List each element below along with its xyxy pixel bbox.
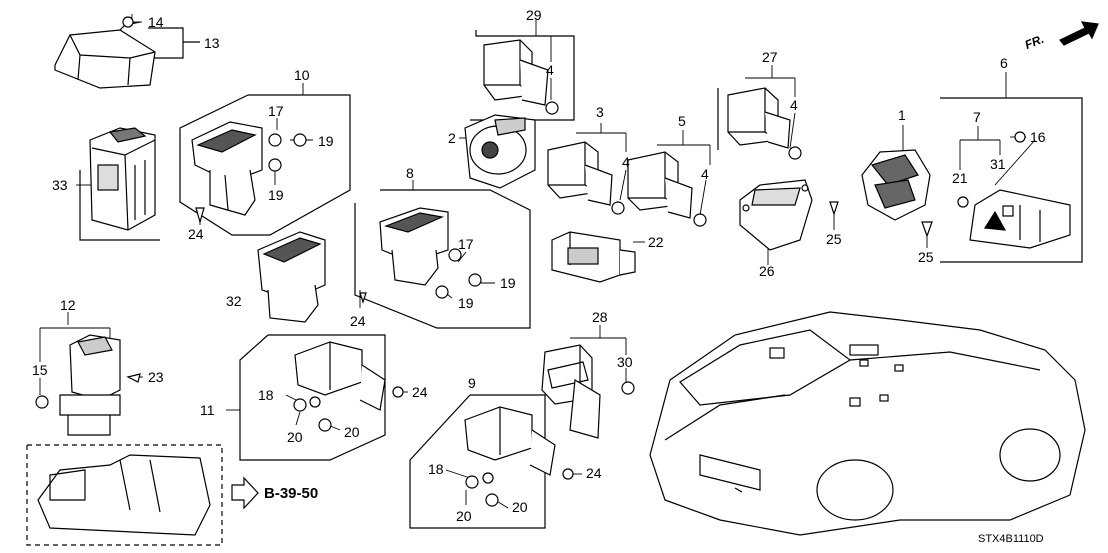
reference-b3950[interactable]: B-39-50	[264, 485, 319, 502]
callout-5: 5	[678, 113, 686, 129]
dashed-box-b3950	[26, 444, 223, 546]
part-26-bracket	[739, 179, 839, 251]
callout-11: 11	[200, 402, 215, 418]
diagram-code: STX4B1110D	[978, 533, 1044, 545]
callout-24a: 24	[188, 226, 204, 242]
part-9-switch	[464, 406, 574, 507]
bracket-33	[79, 170, 160, 241]
callout-1: 1	[898, 107, 906, 123]
vehicle-outline	[649, 311, 1086, 536]
callout-19d: 19	[458, 295, 474, 311]
callout-26: 26	[759, 263, 775, 279]
part-13-housing	[54, 16, 156, 89]
callout-17a: 17	[268, 103, 284, 119]
callout-6: 6	[1000, 55, 1008, 71]
callout-4b: 4	[622, 154, 630, 170]
part-32-switch	[257, 231, 367, 323]
callout-24d: 24	[586, 465, 602, 481]
callout-7: 7	[973, 109, 981, 125]
group-box-10	[179, 94, 351, 236]
callout-31: 31	[990, 156, 1006, 172]
callout-20d: 20	[512, 499, 528, 515]
group-box-9	[409, 394, 546, 529]
part-11-switch	[293, 341, 404, 432]
callout-16: 16	[1030, 129, 1046, 145]
part-28-switch	[541, 344, 635, 439]
callout-24c: 24	[412, 384, 428, 400]
callout-8: 8	[406, 165, 414, 181]
callout-13: 13	[204, 35, 220, 51]
callout-19c: 19	[500, 275, 516, 291]
group-box-11	[239, 334, 386, 461]
callout-23: 23	[148, 369, 164, 385]
callout-25b: 25	[918, 249, 934, 265]
bracket-6	[940, 97, 1083, 263]
part-8-switch	[379, 207, 482, 299]
callout-15: 15	[32, 362, 48, 378]
callout-10: 10	[294, 67, 310, 83]
callout-22: 22	[648, 234, 664, 250]
callout-4d: 4	[790, 97, 798, 113]
part-1-switch	[861, 149, 933, 238]
callout-19b: 19	[268, 187, 284, 203]
callout-24b: 24	[350, 313, 366, 329]
part-2-switch	[464, 114, 536, 189]
callout-3: 3	[596, 104, 604, 120]
callout-9: 9	[468, 375, 476, 391]
part-29-switch	[483, 39, 559, 115]
callout-30: 30	[617, 354, 633, 370]
callout-19a: 19	[318, 133, 334, 149]
callout-32: 32	[226, 293, 242, 309]
callout-25a: 25	[826, 231, 842, 247]
part-33-switch	[89, 127, 156, 231]
callout-20b: 20	[344, 424, 360, 440]
callout-20a: 20	[287, 429, 303, 445]
group-box-29	[470, 30, 575, 121]
front-arrow-icon	[1059, 21, 1099, 46]
part-3-switch	[547, 141, 625, 215]
callout-4a: 4	[546, 62, 554, 78]
part-22-connector	[551, 231, 636, 283]
callout-2: 2	[448, 130, 456, 146]
callout-18a: 18	[258, 387, 274, 403]
callout-14: 14	[148, 14, 164, 30]
part-5-switch	[627, 151, 707, 227]
callout-28: 28	[592, 309, 608, 325]
callout-21: 21	[952, 170, 968, 186]
callout-4c: 4	[701, 166, 709, 182]
part-27-switch	[727, 87, 802, 160]
callout-18b: 18	[428, 461, 444, 477]
callout-29: 29	[526, 7, 542, 23]
part-b3950-cover	[37, 454, 259, 536]
callout-33: 33	[52, 177, 68, 193]
callout-27: 27	[762, 49, 778, 65]
callout-20c: 20	[456, 508, 472, 524]
callout-12: 12	[60, 297, 76, 313]
bracket-13	[148, 27, 200, 59]
part-10-switch	[191, 121, 307, 225]
callout-17b: 17	[458, 236, 474, 252]
group-box-8	[354, 189, 531, 329]
part-12-switch	[35, 334, 141, 436]
part-31-panel	[957, 131, 1071, 249]
